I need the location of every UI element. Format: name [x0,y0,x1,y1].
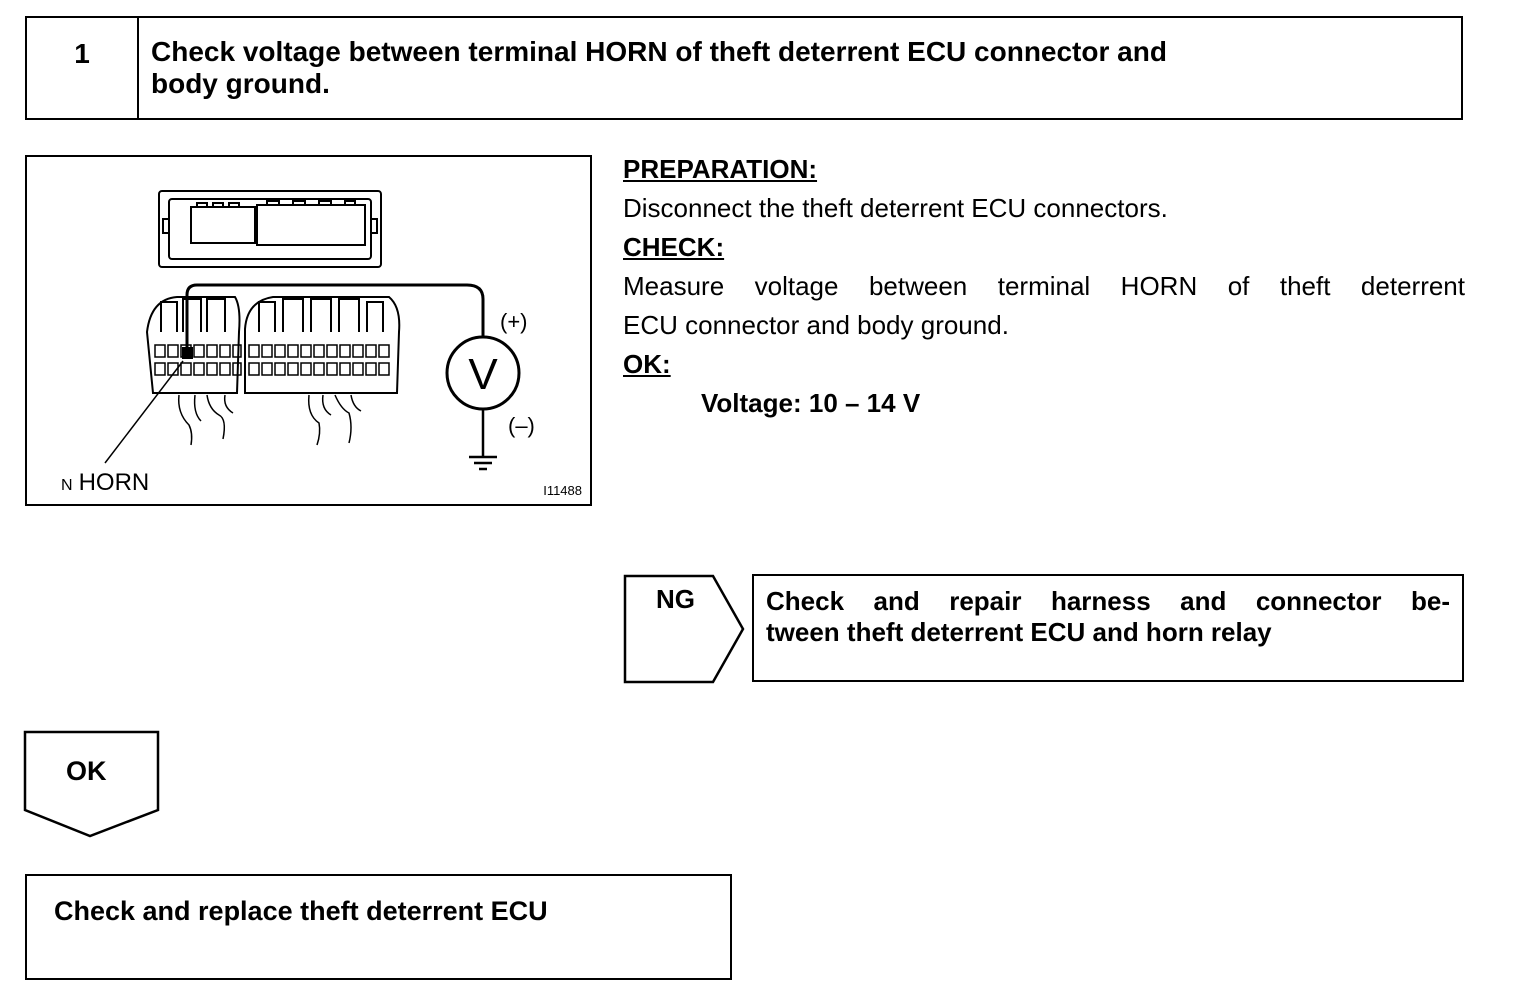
step-title-line-1: Check voltage between terminal HORN of t… [151,36,1167,67]
connector-diagram-svg: V [104,190,521,471]
procedure-text: PREPARATION: Disconnect the theft deterr… [623,150,1465,423]
connector-illustration: V (+) (–) N HORN I11488 [25,155,592,506]
ground-icon [469,409,497,471]
figure-id: I11488 [543,483,582,498]
horn-label-text: HORN [78,469,150,496]
ng-label: NG [656,584,695,614]
voltmeter-symbol: V [468,350,498,399]
ok-spec: Voltage: 10 – 14 V [701,388,921,418]
ng-action-box: Check and repair harness and connector b… [752,574,1464,682]
test-lead [185,283,485,353]
ecu-socket-right [256,204,366,246]
horn-terminal-marker [182,347,193,359]
harness-wires [177,394,362,446]
ecu-housing [158,190,382,268]
left-connector [145,296,241,394]
step-number: 1 [27,18,139,118]
ok-arrow-tag [23,730,160,838]
ng-action-line-2: tween theft deterrent ECU and horn relay [766,617,1272,647]
positive-probe-label: (+) [500,309,528,334]
ok-action-box: Check and replace theft deterrent ECU [25,874,732,980]
negative-probe-label: (–) [508,413,535,438]
step-title: Check voltage between terminal HORN of t… [139,18,1461,118]
preparation-text: Disconnect the theft deterrent ECU conne… [623,193,1168,223]
ok-heading: OK: [623,349,671,379]
preparation-heading: PREPARATION: [623,154,818,184]
ecu-socket-left [190,206,256,244]
check-text-line-1: Measure voltage between terminal HORN of… [623,271,1465,301]
step-title-line-2: body ground. [151,68,330,99]
ng-action-line-1: Check and repair harness and connector b… [766,586,1450,616]
right-connector [244,296,401,394]
horn-leader-line [104,360,184,464]
ok-label: OK [66,756,107,786]
step-header: 1 Check voltage between terminal HORN of… [25,16,1463,120]
corner-letter: N [61,477,73,494]
check-text-line-2: ECU connector and body ground. [623,310,1009,340]
check-heading: CHECK: [623,232,725,262]
ng-arrow-tag [623,574,745,684]
horn-terminal-label: N HORN [61,469,149,497]
